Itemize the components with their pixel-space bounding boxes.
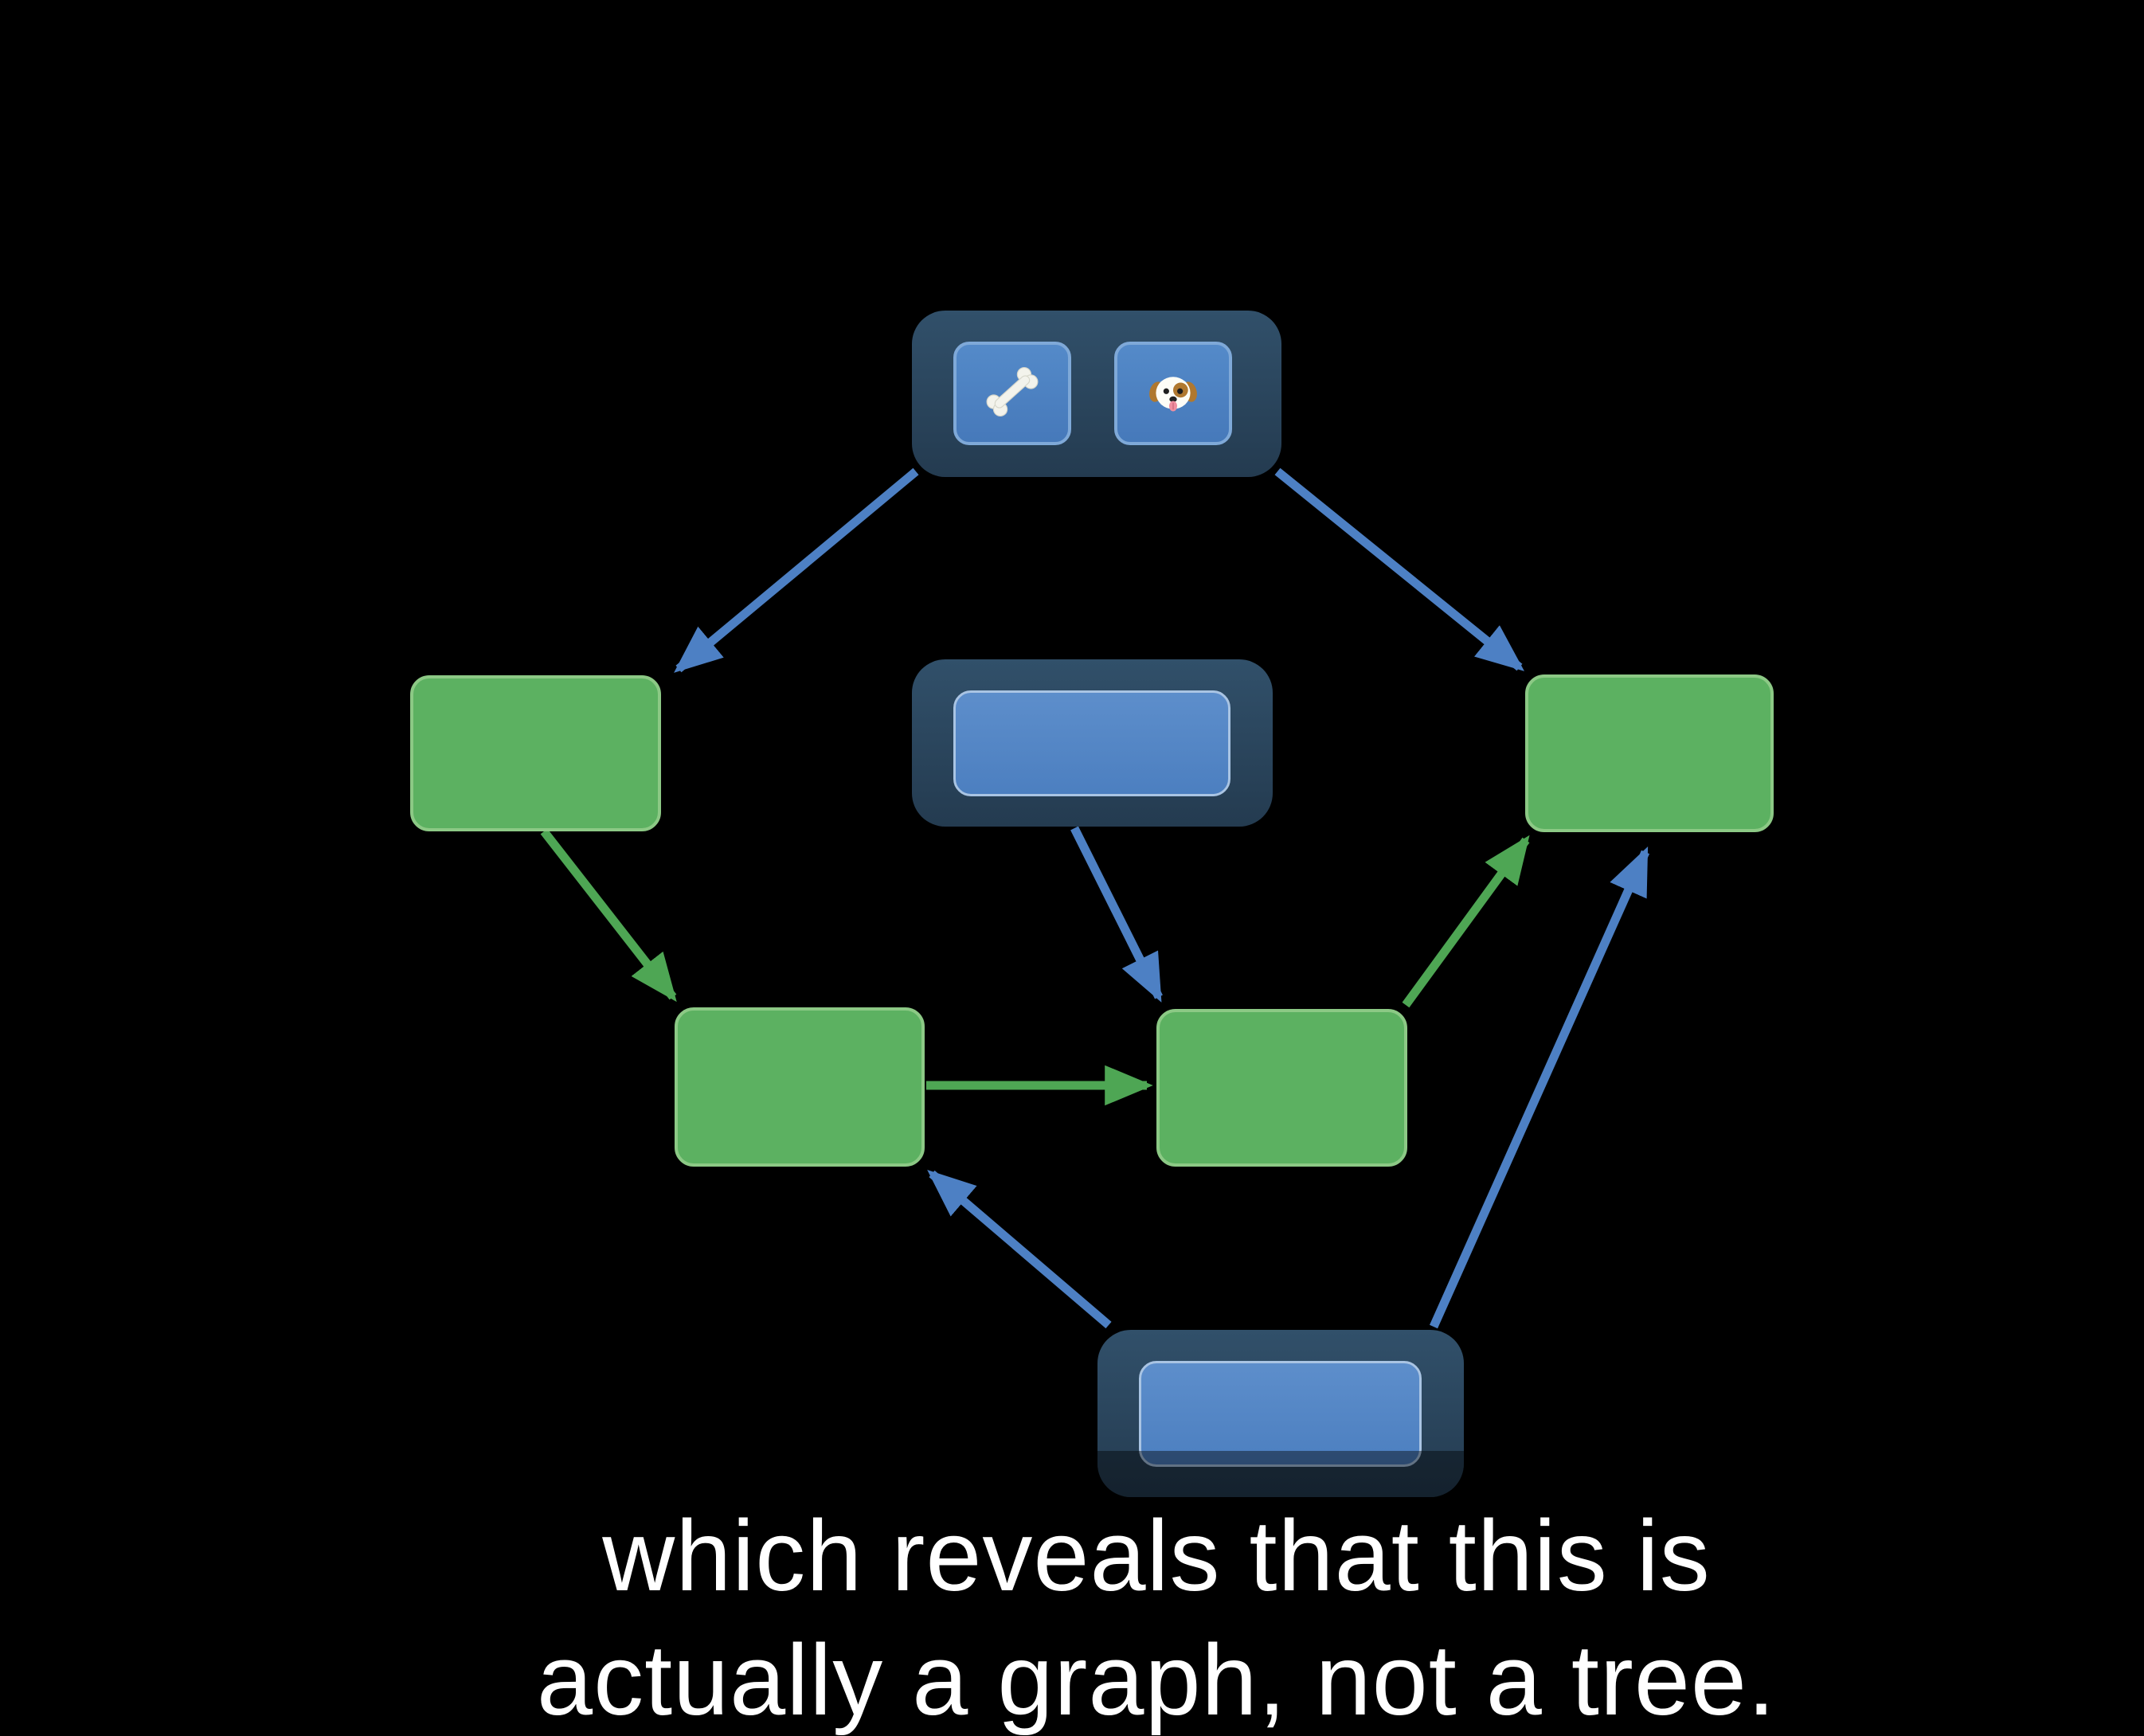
dim-overlay bbox=[1097, 1451, 1464, 1497]
caption-line-1: which reveals that this is bbox=[602, 1499, 1711, 1612]
node-middle-card bbox=[912, 659, 1273, 827]
edge-bottom-to-right bbox=[1429, 846, 1650, 1329]
card-face bbox=[1139, 1361, 1422, 1467]
caption-line-2: actually a graph, not a tree. bbox=[537, 1624, 1776, 1736]
edge-middle-to-bottom-right bbox=[1070, 826, 1163, 1003]
card-face bbox=[953, 690, 1230, 796]
dog-icon bbox=[1144, 363, 1202, 424]
edge-root-to-left bbox=[674, 467, 919, 673]
bone-icon bbox=[981, 361, 1043, 427]
edge-left-to-bottom-left bbox=[540, 828, 677, 1003]
node-right-green bbox=[1525, 674, 1774, 832]
node-bottom-right-green bbox=[1156, 1009, 1407, 1167]
bone-unit bbox=[953, 342, 1071, 445]
node-root-pair bbox=[912, 311, 1281, 477]
dog-unit bbox=[1114, 342, 1232, 445]
node-bottom-card bbox=[1097, 1330, 1464, 1497]
edge-bottom-right-to-right bbox=[1402, 835, 1530, 1008]
caption: which reveals that this is actually a gr… bbox=[537, 1494, 1776, 1736]
node-left-green bbox=[410, 675, 661, 831]
node-bottom-left-green bbox=[675, 1007, 925, 1167]
edge-bottom-to-bottom-left bbox=[927, 1169, 1112, 1329]
edge-root-to-right bbox=[1274, 467, 1524, 671]
